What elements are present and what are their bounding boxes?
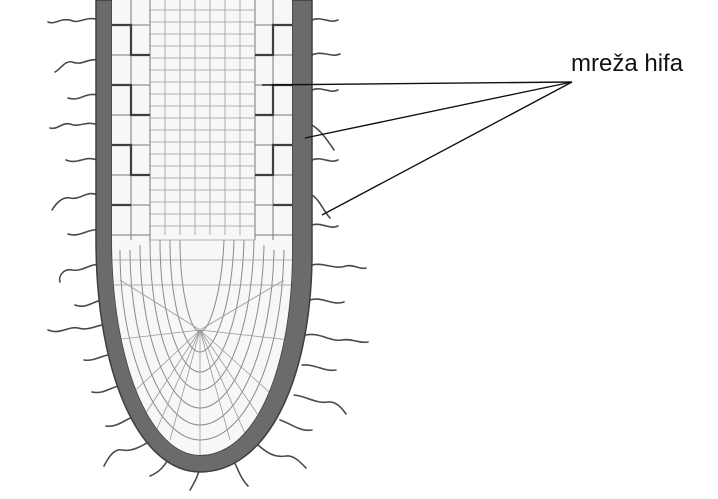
callout-label-hyphal-network: mreža hifa bbox=[571, 52, 683, 76]
root-cells bbox=[112, 0, 292, 460]
